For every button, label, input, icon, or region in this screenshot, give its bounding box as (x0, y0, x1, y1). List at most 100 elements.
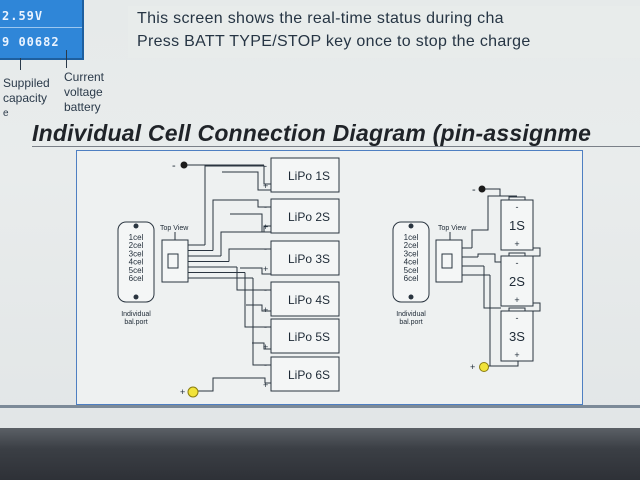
right-plus-sign: + (470, 362, 475, 372)
left-balance-port (117, 221, 155, 303)
left-cell-label: 2cel (129, 241, 144, 250)
cell-minus-sign: - (516, 202, 519, 212)
left-connector (161, 239, 189, 283)
left-port-label-1: Individual (121, 311, 151, 318)
left-port-label-2: bal.port (124, 319, 147, 326)
description-box (128, 6, 640, 58)
pack5-lead (244, 272, 271, 328)
current-label-line3: battery (64, 100, 101, 114)
left-connector-latch (167, 253, 179, 269)
lipo-pack-label: LiPo 5S (288, 330, 330, 344)
lcd-capacity: 9 00682 (2, 35, 60, 49)
lcd-voltage: 2.59V (2, 9, 44, 23)
right-balance-port (392, 221, 430, 303)
pack-plus-sign: + (263, 305, 268, 315)
lipo-pack-label: LiPo 6S (288, 368, 330, 382)
description-line-1: This screen shows the real-time status d… (137, 10, 504, 27)
right-cell-label: 4cel (404, 258, 419, 267)
cell-plus-sign: + (514, 239, 519, 249)
lipo-pack (270, 157, 340, 193)
pack2-lead (212, 199, 271, 251)
diagram-shapes (117, 157, 534, 398)
lipo-pack-label: LiPo 4S (288, 293, 330, 307)
section-heading: Individual Cell Connection Diagram (pin-… (32, 120, 592, 146)
description-line-2: Press BATT TYPE/STOP key once to stop th… (137, 33, 531, 50)
pack-plus-sign: + (263, 222, 268, 232)
pack-minus-sign: - (264, 202, 267, 212)
left-top-view-label: Top View (160, 225, 189, 232)
supplied-pointer (20, 58, 21, 70)
pack2-extra-lead (230, 213, 271, 233)
wires (174, 164, 541, 392)
pack3-lead (228, 248, 271, 262)
lipo-pack-label: LiPo 2S (288, 210, 330, 224)
pack1-plus-lead (222, 171, 271, 191)
pack-minus-sign: - (264, 244, 267, 254)
left-cell-label: 5cel (129, 266, 144, 275)
right-minus-sign: - (472, 184, 476, 196)
right-cell-label: 2cel (404, 241, 419, 250)
lipo-pack-label: LiPo 3S (288, 252, 330, 266)
supplied-capacity-label: Suppiled capacity e (3, 76, 50, 121)
pack4-plus-lead (246, 304, 271, 312)
pack4-lead (236, 267, 271, 291)
right-series-link-2 (533, 302, 541, 312)
right-lead-2 (477, 253, 501, 263)
pack-plus-sign: + (263, 181, 268, 191)
lipo-pack (270, 240, 340, 276)
left-cell-label: 3cel (129, 249, 144, 258)
right-port-screw-bottom (408, 294, 414, 300)
pack5-plus-lead (252, 342, 271, 350)
cell-pack-label: 2S (509, 274, 525, 289)
supplied-label-line2: capacity (3, 91, 48, 105)
lcd-divider (0, 27, 82, 28)
current-label-line1: Current (64, 70, 105, 84)
right-lead-1 (471, 195, 517, 248)
right-port-label-1: Individual (396, 311, 426, 318)
dark-background (0, 428, 640, 480)
main-plus-sign: + (180, 387, 185, 397)
cell-minus-sign: - (516, 258, 519, 268)
cell-pack-cap (508, 252, 526, 257)
pack-plus-sign: + (263, 380, 268, 390)
left-port-screw-bottom (133, 294, 139, 300)
current-label-line2: voltage (64, 85, 103, 99)
cell-pack (500, 255, 534, 307)
lipo-pack (270, 318, 340, 354)
right-negative-lead (484, 188, 501, 196)
right-positive-lead (487, 361, 519, 367)
left-cell-label: 4cel (129, 258, 144, 267)
pack3-plus-lead (240, 267, 271, 275)
cell-pack-label: 3S (509, 329, 525, 344)
cell-pack-cap (508, 196, 526, 201)
pack-minus-sign: - (264, 285, 267, 295)
right-port-label-2: bal.port (399, 319, 422, 326)
left-cell-label: 6cel (129, 274, 144, 283)
right-cell-label: 5cel (404, 266, 419, 275)
right-port-screw-top (408, 223, 414, 229)
right-positive-dot (479, 362, 489, 372)
pack6-plus-lead (230, 377, 271, 384)
right-connector (435, 239, 463, 283)
lipo-pack-label: LiPo 1S (288, 169, 330, 183)
diagram-labels: 1cel2cel3cel4cel5cel6celIndividualbal.po… (121, 160, 525, 397)
right-cell-label: 6cel (404, 274, 419, 283)
lipo-pack (270, 356, 340, 392)
heading-rule (32, 146, 640, 147)
right-top-view-label: Top View (438, 225, 467, 232)
right-connector-latch (441, 253, 453, 269)
negative-terminal-dot (180, 161, 188, 169)
left-cell-label: 1cel (129, 233, 144, 242)
right-lead-3 (483, 266, 501, 309)
right-cell-label: 1cel (404, 233, 419, 242)
cell-plus-sign: + (514, 295, 519, 305)
positive-terminal-dot (187, 386, 199, 398)
current-voltage-label: Current voltage battery (64, 70, 104, 115)
supplied-label-line1: Suppiled (3, 76, 50, 90)
pack-minus-sign: - (264, 161, 267, 171)
right-negative-dot (478, 185, 486, 193)
lipo-pack (270, 198, 340, 234)
edge-char: e (3, 108, 9, 119)
right-series-link-1 (533, 247, 541, 257)
